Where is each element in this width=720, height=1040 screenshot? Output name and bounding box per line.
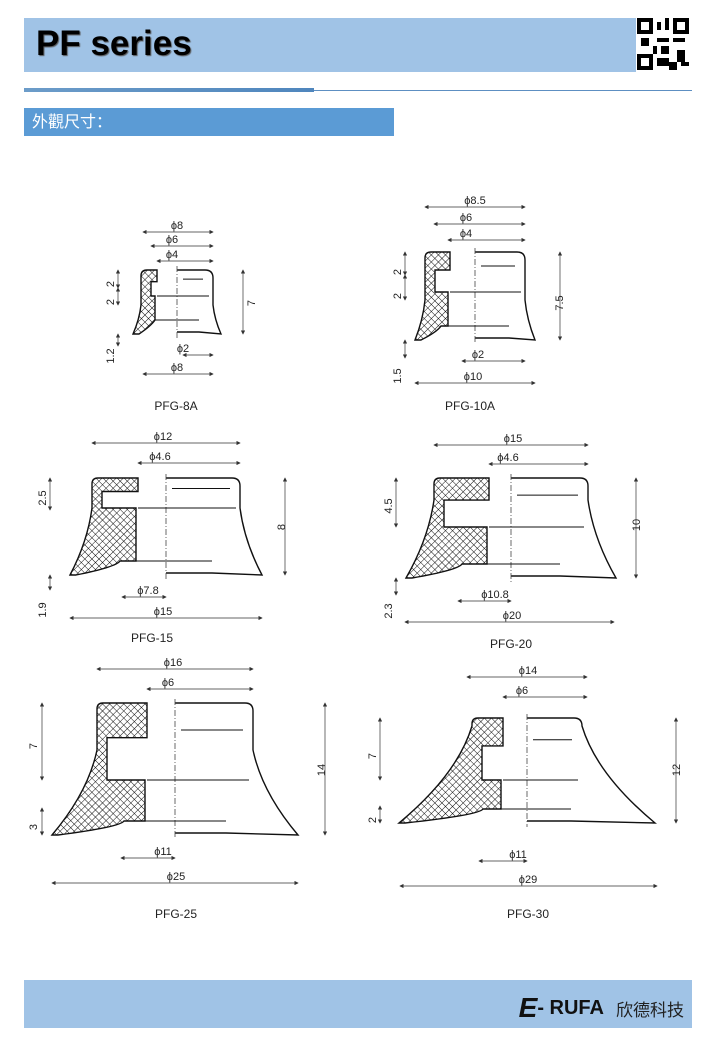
cross-section-hatch [50,702,148,836]
drawing-name: PFG-15 [131,631,173,645]
dimension-label: 2 [392,269,404,275]
dimension-label: ϕ15 [154,606,172,618]
cross-section-hatch [68,477,139,576]
dimension-label: ϕ4.6 [497,452,518,464]
drawing-name: PFG-25 [155,907,197,921]
dimension-label: 7 [28,743,40,749]
drawing-pfg-8a [131,266,223,338]
page-footer: E- RUFA 欣德科技 [24,980,692,1028]
cup-outline [177,269,223,335]
company-name: 欣德科技 [616,1001,684,1021]
section-title: 外觀尺寸： [24,108,394,136]
dimension-label: 2.3 [383,603,395,618]
dimension-label: ϕ8 [171,362,183,374]
cross-section-hatch [413,251,451,341]
cross-section-hatch [397,717,504,824]
dimension-label: ϕ16 [164,657,182,669]
cup-outline [527,717,657,824]
dimension-label: ϕ20 [503,610,521,622]
dimension-label: 3 [28,824,40,830]
dimension-label: 14 [316,764,328,776]
drawing-pfg-25 [50,699,300,839]
dimension-label: ϕ4 [460,228,472,240]
cup-outline [175,702,300,836]
dimension-label: 7 [367,753,379,759]
dimension-label: ϕ2 [472,349,484,361]
dimension-label: 2 [105,299,117,305]
dimension-label: ϕ12 [154,431,172,443]
cross-section-hatch [404,477,490,579]
dimension-label: 1.2 [105,348,117,363]
dimension-label: ϕ29 [519,874,537,886]
drawing-name: PFG-20 [490,637,532,651]
dimension-label: ϕ8.5 [464,195,485,207]
dimension-label: ϕ7.8 [137,585,158,597]
dimension-label: 12 [671,764,683,776]
dimension-label: 2 [392,293,404,299]
dimension-label: 2 [367,817,379,823]
dimension-label: 1.9 [37,602,49,617]
dimension-label: ϕ6 [162,677,174,689]
dimension-label: 1.5 [392,368,404,383]
dimension-label: ϕ14 [519,665,537,677]
dimension-label: ϕ10 [464,371,482,383]
dimension-label: ϕ25 [167,871,185,883]
dimension-label: ϕ2 [177,343,189,355]
drawing-pfg-30 [397,714,657,827]
dimension-label: ϕ6 [516,685,528,697]
qr-code-icon[interactable] [637,18,689,70]
dimension-label: ϕ8 [171,220,183,232]
dimension-label: ϕ11 [154,846,172,858]
dimension-label: ϕ4.6 [149,451,170,463]
header-divider [24,88,314,92]
brand-logo: E- RUFA [518,992,604,1023]
drawing-pfg-10a [413,248,537,344]
dimension-label: 8 [276,524,288,530]
drawing-pfg-15 [68,474,264,579]
dimension-label: ϕ10.8 [481,589,509,601]
dimension-label: ϕ11 [509,849,527,861]
dimension-label: ϕ4 [166,249,178,261]
dimension-label: 10 [631,519,643,531]
cup-outline [475,251,537,341]
drawing-name: PFG-10A [445,399,495,413]
dimension-label: 4.5 [383,498,395,513]
drawing-pfg-20 [404,474,618,582]
page-header: PF series [24,18,636,72]
page-title: PF series [36,24,192,63]
drawing-name: PFG-8A [154,399,197,413]
cross-section-hatch [131,269,158,335]
cup-outline [511,477,618,579]
dimension-label: ϕ6 [166,234,178,246]
drawing-name: PFG-30 [507,907,549,921]
dimension-label: 2.5 [37,490,49,505]
cup-outline [166,477,264,576]
dimension-label: ϕ6 [460,212,472,224]
dimension-label: 7 [246,300,258,306]
header-divider-thin [314,90,692,91]
dimension-label: 7.5 [554,295,566,310]
dimension-label: ϕ15 [504,433,522,445]
dimension-label: 2 [105,281,117,287]
